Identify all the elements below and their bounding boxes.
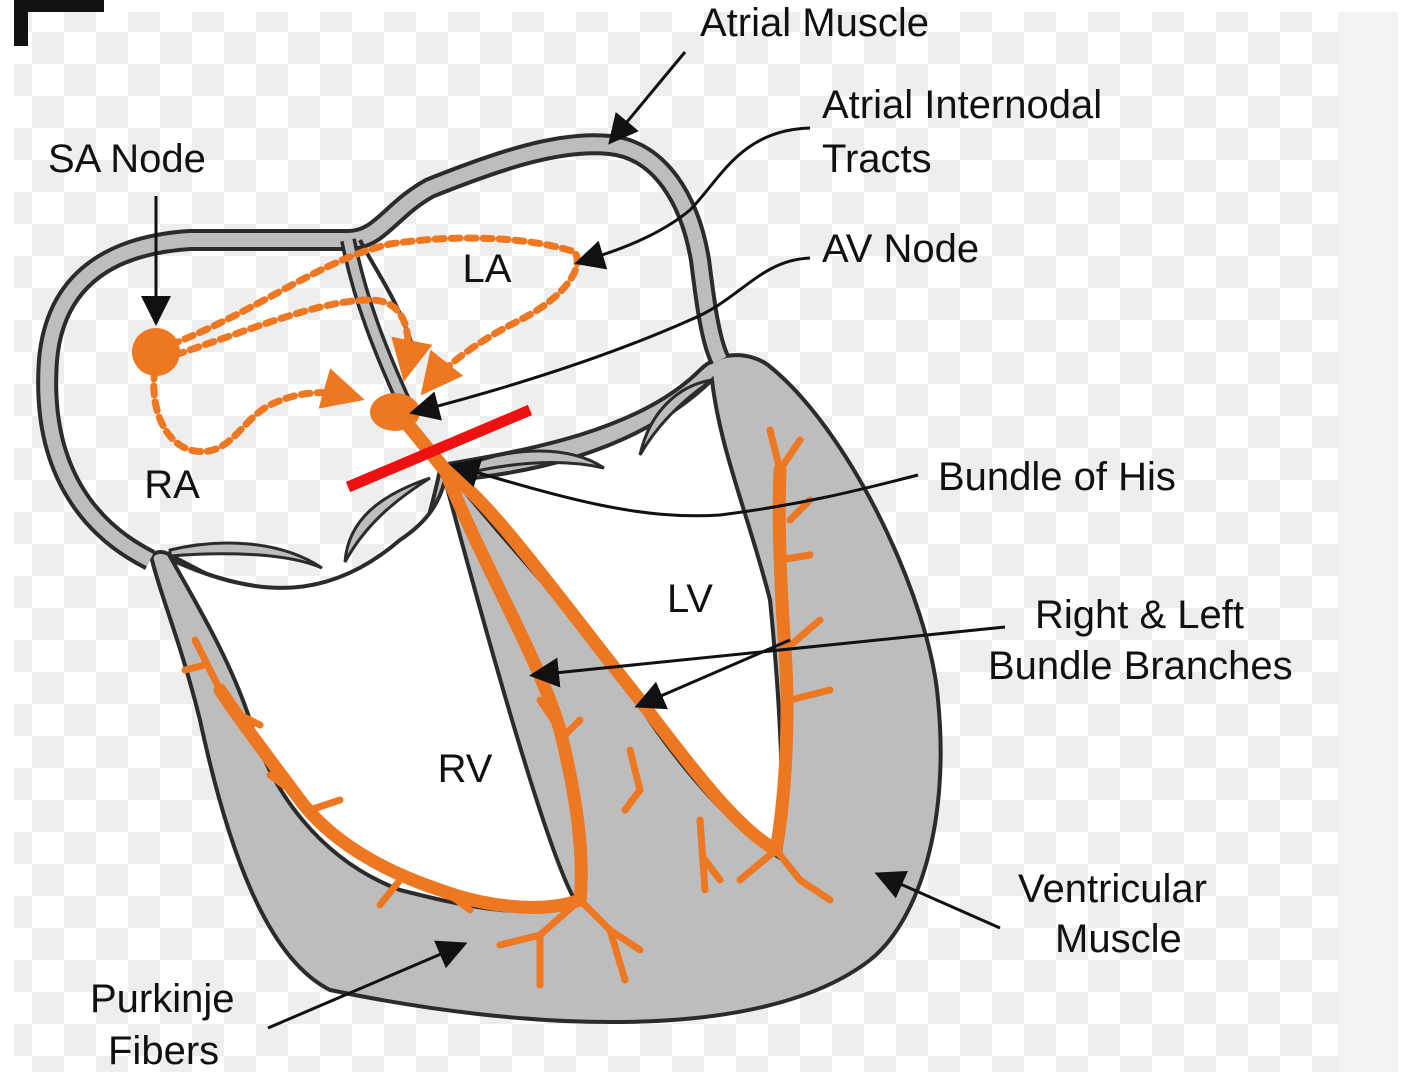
chamber-label-la: LA [463, 247, 512, 291]
label-bundle-branches-line2: Bundle Branches [988, 644, 1293, 688]
label-purkinje-line1: Purkinje [90, 977, 235, 1021]
chamber-label-ra: RA [144, 463, 200, 507]
label-bundle-branches-line1: Right & Left [1035, 593, 1244, 637]
chamber-label-lv: LV [667, 577, 713, 621]
right-panel-strip [1338, 12, 1398, 1072]
label-internodal-line1: Atrial Internodal [822, 83, 1102, 127]
label-ventricular-line1: Ventricular [1018, 867, 1207, 911]
label-av-node: AV Node [822, 227, 979, 271]
label-atrial-muscle: Atrial Muscle [700, 1, 929, 45]
label-bundle-of-his: Bundle of His [938, 455, 1176, 499]
label-ventricular-line2: Muscle [1055, 917, 1182, 961]
sa-node [132, 328, 180, 376]
label-sa-node: SA Node [48, 137, 206, 181]
label-purkinje-line2: Fibers [108, 1029, 219, 1072]
chamber-label-rv: RV [438, 747, 493, 791]
label-internodal-line2: Tracts [822, 137, 932, 181]
